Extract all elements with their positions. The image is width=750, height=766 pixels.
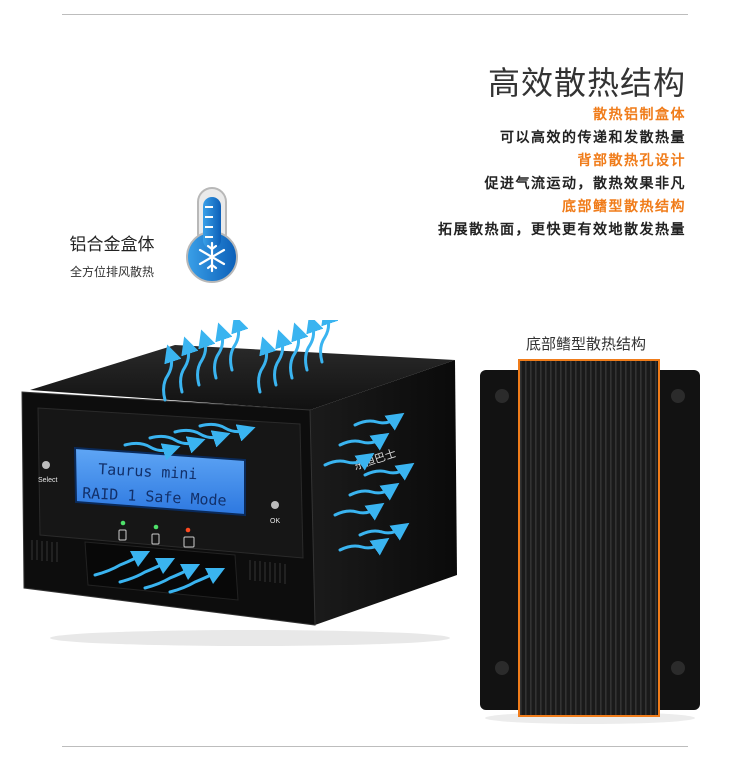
status-led	[120, 520, 126, 526]
status-led	[153, 524, 159, 530]
bottom-divider	[62, 746, 688, 747]
lcd-line-1: Taurus mini	[98, 460, 198, 483]
alloy-title: 铝合金盒体	[69, 235, 155, 255]
rubber-foot	[495, 661, 509, 675]
feature-heading: 底部鳍型散热结构	[562, 199, 686, 215]
ok-label: OK	[270, 518, 280, 525]
device-bottom-photo	[480, 359, 700, 724]
snowflake-icon	[198, 241, 226, 273]
rubber-foot	[671, 661, 685, 675]
ok-button[interactable]	[271, 501, 279, 509]
feature-desc: 拓展散热面，更快更有效地散发热量	[438, 222, 686, 238]
select-button[interactable]	[42, 461, 50, 469]
thermometer-icon	[186, 187, 238, 283]
select-label: Select	[38, 477, 58, 484]
feature-desc: 可以高效的传递和发散热量	[500, 130, 686, 146]
feature-list: 散热铝制盒体 可以高效的传递和发散热量 背部散热孔设计 促进气流运动，散热效果非…	[438, 104, 686, 242]
bottom-view-label: 底部鳍型散热结构	[525, 335, 646, 353]
page-title: 高效散热结构	[487, 64, 686, 102]
status-led	[185, 527, 191, 533]
top-divider	[62, 14, 688, 15]
airflow-arrow-icon	[93, 320, 415, 594]
feature-heading: 背部散热孔设计	[577, 153, 686, 169]
feature-desc: 促进气流运动，散热效果非凡	[484, 176, 686, 192]
rubber-foot	[671, 389, 685, 403]
device-front-photo: Taurus mini RAID 1 Safe Mode Select OK 东…	[21, 320, 457, 646]
rubber-foot	[495, 389, 509, 403]
alloy-caption: 铝合金盒体 全方位排风散热	[52, 230, 172, 280]
alloy-subtitle: 全方位排风散热	[69, 265, 154, 279]
feature-heading: 散热铝制盒体	[593, 107, 686, 123]
